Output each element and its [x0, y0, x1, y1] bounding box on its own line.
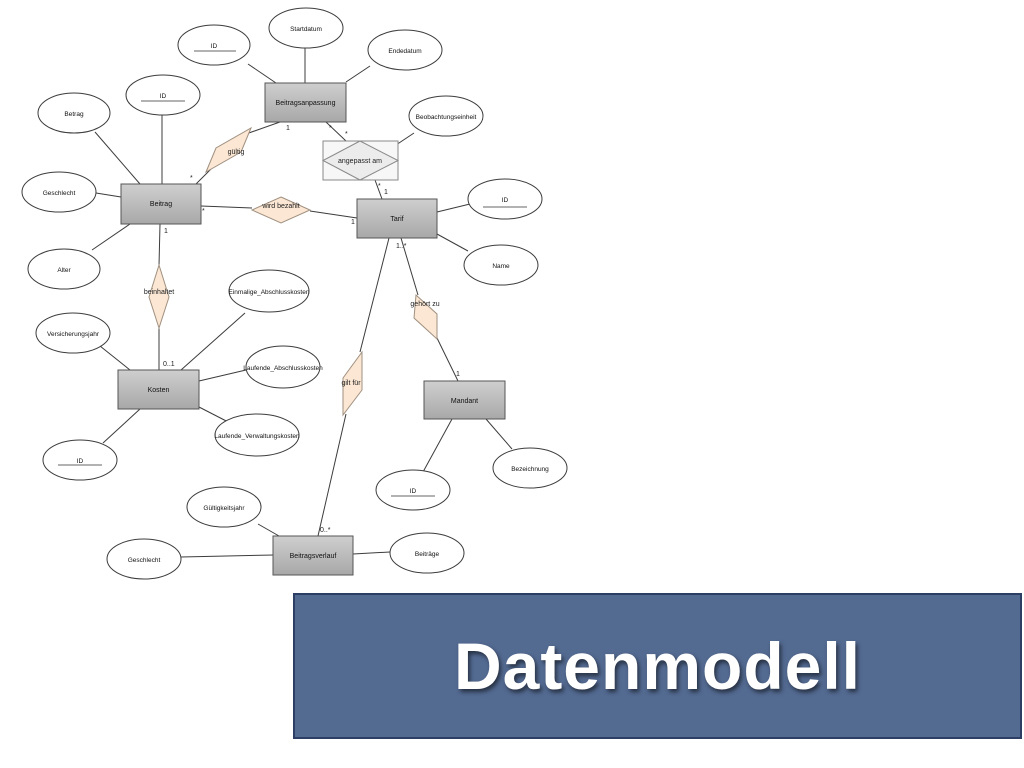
cardinality-label: *	[378, 183, 381, 190]
relationship-gilt-fuer: gilt für	[341, 350, 363, 417]
cardinalities: 1 * * * 1 * * 1 1 1..* 0..1 1 0..*	[163, 125, 460, 534]
attribute-kosten-laufende-abschluss: Laufende_Abschlusskosten	[243, 345, 323, 389]
cardinality-label: *	[329, 125, 332, 132]
cardinality-label: 1	[164, 228, 168, 235]
attribute-label: ID	[410, 488, 417, 495]
entity-label: Beitragsanpassung	[276, 100, 336, 107]
relationship-gehoert-zu: gehört zu	[410, 293, 440, 341]
attribute-label: ID	[211, 43, 218, 50]
attribute-beitrag-geschlecht: Geschlecht	[21, 171, 97, 213]
entity-label: Tarif	[390, 216, 403, 223]
relationship-gueltig: gültig	[204, 126, 253, 174]
cardinality-label: 1	[456, 371, 460, 378]
cardinality-label: 0..1	[163, 361, 175, 368]
attribute-ba-id: ID	[177, 24, 251, 66]
attribute-label: ID	[77, 458, 84, 465]
cardinality-label: *	[202, 208, 205, 215]
attribute-label: Beobachtungseinheit	[416, 114, 477, 121]
attribute-label: Gültigkeitsjahr	[203, 505, 245, 512]
attribute-label: Endedatum	[388, 48, 421, 55]
entity-label: Beitrag	[150, 201, 172, 208]
attribute-label: Bezeichnung	[511, 466, 549, 473]
attribute-label: ID	[502, 197, 509, 204]
cardinality-label: 1	[351, 219, 355, 226]
attribute-label: Geschlecht	[43, 190, 76, 197]
attributes: ID Startdatum Endedatum Beobachtungseinh…	[21, 7, 568, 580]
entity-label: Mandant	[451, 398, 478, 405]
attribute-label: Geschlecht	[128, 557, 161, 564]
relationship-label: gültig	[228, 149, 245, 156]
attribute-kosten-laufende-verwaltung: Laufende_Verwaltungskosten	[214, 413, 300, 457]
cardinality-label: *	[345, 131, 348, 138]
attribute-label: ID	[160, 93, 167, 100]
attribute-label: Startdatum	[290, 26, 322, 33]
relationship-wird-bezahlt: wird bezahlt	[250, 196, 312, 224]
attribute-label: Alter	[57, 267, 71, 274]
entity-beitragsverlauf: Beitragsverlauf	[272, 535, 354, 576]
entity-mandant: Mandant	[423, 380, 506, 420]
cardinality-label: 1	[286, 125, 290, 132]
relationship-label: wird bezahlt	[261, 203, 299, 210]
attribute-tarif-name: Name	[463, 244, 539, 286]
attribute-label: Betrag	[64, 111, 84, 118]
attribute-beitrag-betrag: Betrag	[37, 92, 111, 134]
attribute-mandant-id: ID	[375, 469, 451, 511]
attribute-ba-endedatum: Endedatum	[367, 29, 443, 71]
relationship-beinhaltet: beinhaltet	[144, 263, 174, 330]
attribute-bv-geschlecht: Geschlecht	[106, 538, 182, 580]
entity-tarif: Tarif	[356, 198, 438, 239]
attribute-label: Name	[492, 263, 510, 270]
relationship-label: beinhaltet	[144, 289, 174, 296]
relationship-label: gehört zu	[410, 301, 439, 308]
attribute-beitrag-id: ID	[125, 74, 201, 116]
attribute-label: Beiträge	[415, 551, 440, 558]
cardinality-label: 1	[384, 189, 388, 196]
attribute-tarif-id: ID	[467, 178, 543, 220]
entity-label: Beitragsverlauf	[290, 553, 337, 560]
attribute-kosten-id: ID	[42, 439, 118, 481]
connector-lines	[91, 45, 513, 558]
entity-beitragsanpassung: Beitragsanpassung	[264, 82, 347, 123]
attribute-kosten-versicherungsjahr: Versicherungsjahr	[35, 312, 111, 354]
slide-title: Datenmodell	[453, 629, 862, 703]
relationship-angepasst-am: angepasst am	[321, 140, 400, 181]
attribute-beitrag-alter: Alter	[27, 248, 101, 290]
cardinality-label: *	[190, 175, 193, 182]
relationships: gültig angepasst am wird bezahlt beinhal…	[144, 126, 440, 417]
attribute-bv-beitraege: Beiträge	[389, 532, 465, 574]
entity-beitrag: Beitrag	[120, 183, 202, 225]
attribute-label: Laufende_Verwaltungskosten	[214, 433, 300, 440]
attribute-kosten-einmalige: Einmalige_Abschlusskosten	[228, 269, 310, 313]
attribute-mandant-bezeichnung: Bezeichnung	[492, 447, 568, 489]
cardinality-label: 1..*	[396, 243, 407, 250]
attribute-label: Laufende_Abschlusskosten	[243, 365, 323, 372]
attribute-label: Einmalige_Abschlusskosten	[229, 289, 310, 296]
title-banner: Datenmodell	[293, 593, 1022, 739]
attribute-label: Versicherungsjahr	[47, 331, 100, 338]
cardinality-label: 0..*	[320, 527, 331, 534]
attribute-bv-gueltigkeitsjahr: Gültigkeitsjahr	[186, 486, 262, 528]
attribute-tarif-beobachtungseinheit: Beobachtungseinheit	[408, 95, 484, 137]
relationship-label: gilt für	[341, 380, 361, 387]
entities: Beitragsanpassung Beitrag Tarif Kosten M…	[117, 82, 506, 576]
entity-label: Kosten	[148, 387, 170, 394]
relationship-label: angepasst am	[338, 158, 382, 165]
attribute-ba-startdatum: Startdatum	[268, 7, 344, 49]
entity-kosten: Kosten	[117, 369, 200, 410]
